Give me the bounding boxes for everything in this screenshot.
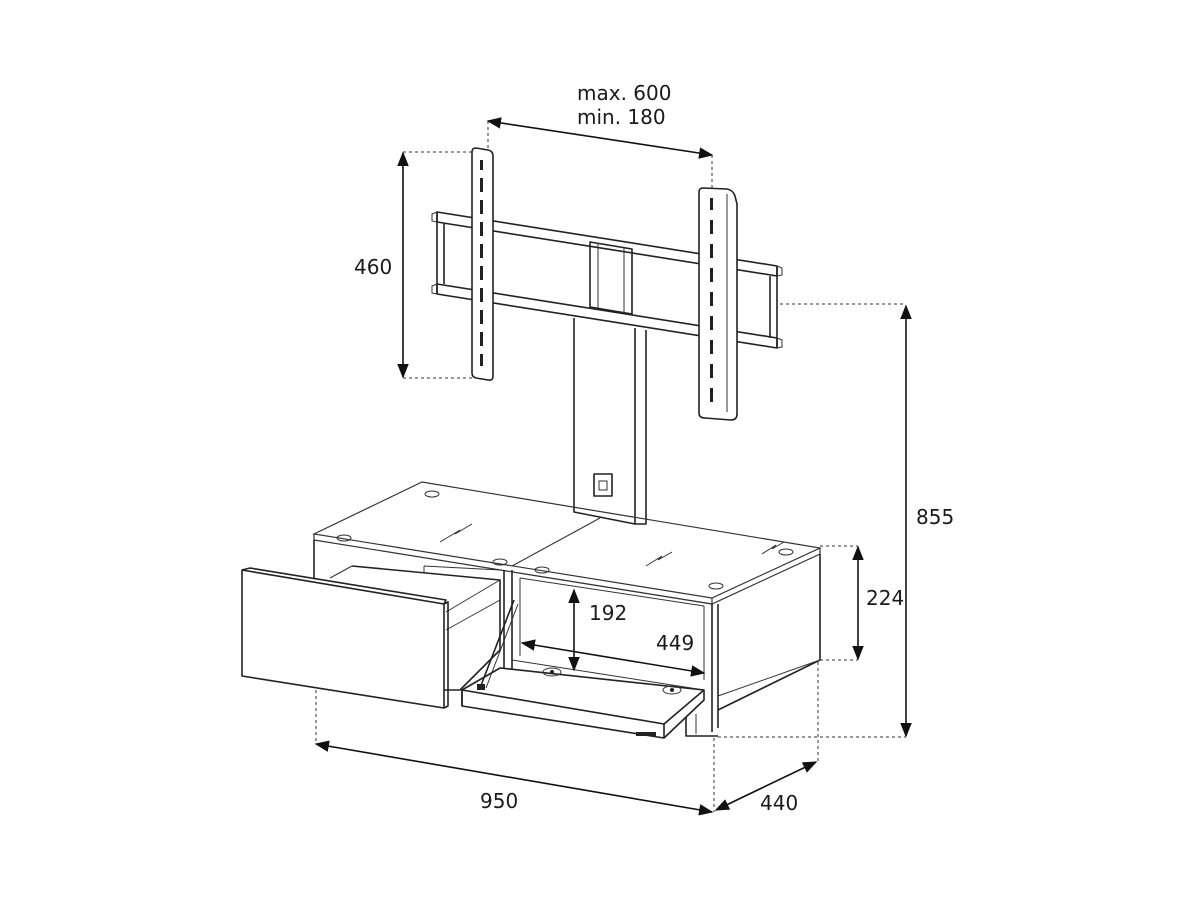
total-height-dimension <box>718 303 912 738</box>
right-vesa-bracket <box>698 187 738 421</box>
cabinet-height-label: 224 <box>866 586 904 610</box>
cabinet-depth-dimension <box>714 662 819 811</box>
cabinet <box>312 481 823 737</box>
width-range-dimension <box>486 117 714 188</box>
cabinet-width-dimension <box>314 690 715 816</box>
cabinet-depth-label: 440 <box>760 791 798 815</box>
left-vesa-bracket <box>471 147 494 381</box>
width-max-label: max. 600 <box>577 81 671 105</box>
cabinet-width-label: 950 <box>480 789 518 813</box>
mount-height-label: 460 <box>354 255 392 279</box>
open-drawer <box>241 565 501 709</box>
cabinet-height-dimension <box>820 545 864 661</box>
width-min-label: min. 180 <box>577 105 666 129</box>
total-height-label: 855 <box>916 505 954 529</box>
inner-width-dimension <box>520 639 706 677</box>
drop-down-flap <box>461 599 705 739</box>
inner-width-label: 449 <box>656 631 694 655</box>
wall-mount-bracket <box>431 211 783 349</box>
mount-height-dimension <box>397 151 472 379</box>
support-column <box>573 318 647 525</box>
inner-height-label: 192 <box>589 601 627 625</box>
